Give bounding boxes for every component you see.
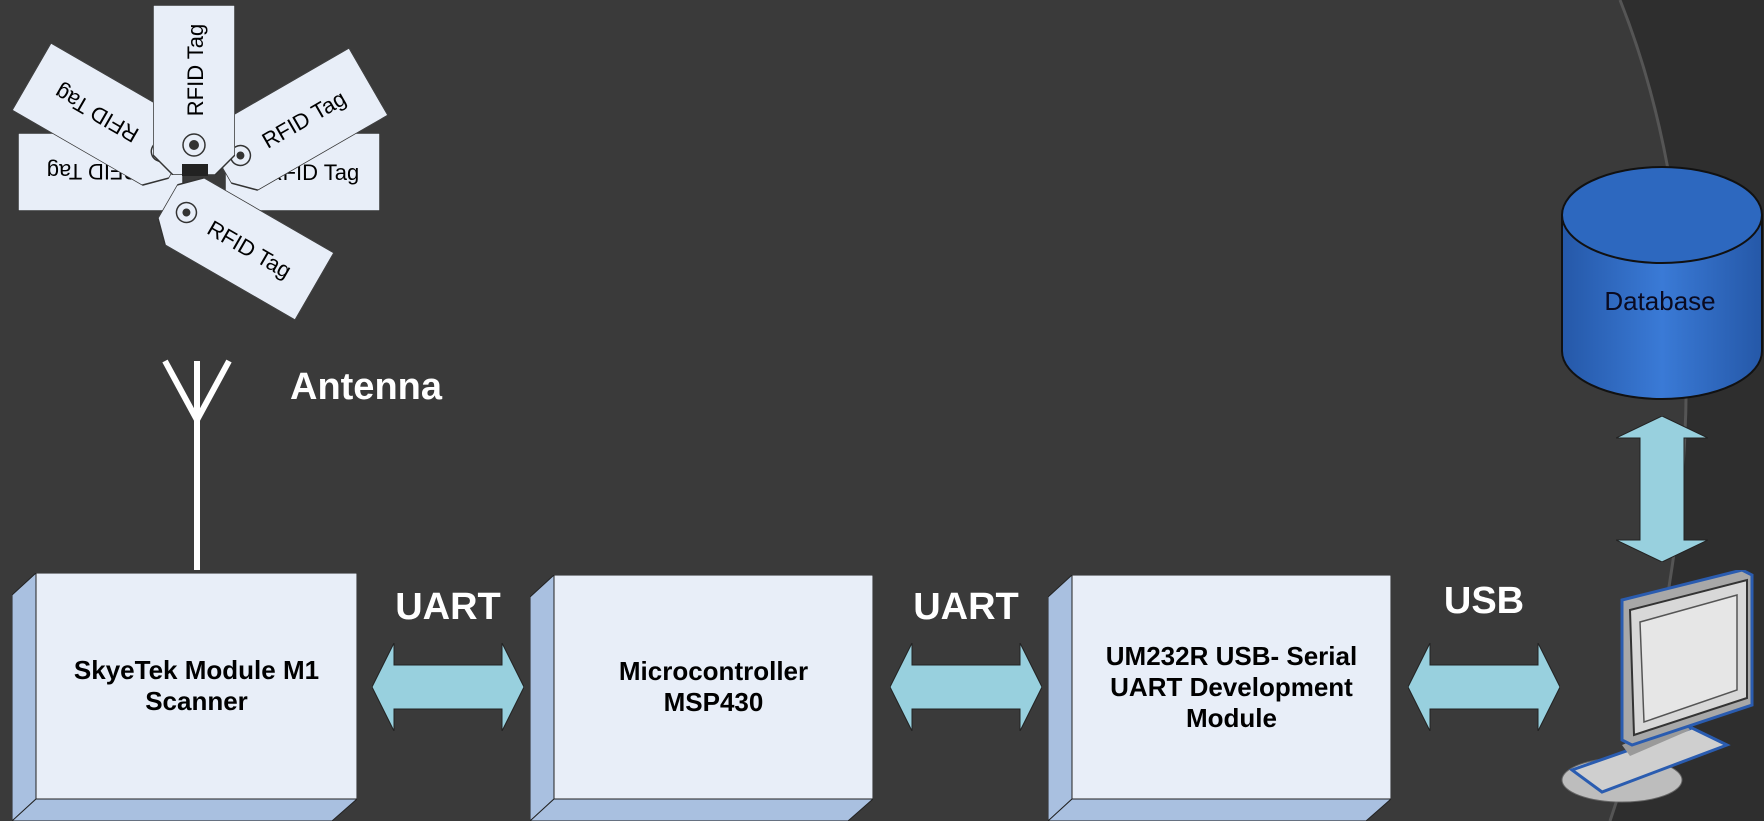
antenna-label: Antenna: [290, 366, 442, 408]
rfid-tag-label: RFID Tag: [183, 24, 208, 117]
skyetek-scanner-block: SkyeTek Module M1 Scanner: [12, 573, 357, 821]
double-arrow-icon: [1408, 643, 1560, 731]
database-icon: [1561, 166, 1763, 400]
block-label: SkyeTek Module M1 Scanner: [73, 655, 320, 716]
antenna-icon: [162, 359, 232, 570]
double-arrow-icon: [372, 643, 524, 731]
block-label: UM232R USB- Serial UART Development Modu…: [1105, 640, 1358, 733]
um232r-block: UM232R USB- Serial UART Development Modu…: [1048, 575, 1391, 821]
tag-clip: [182, 164, 208, 176]
link-label-uart-1: UART: [395, 586, 501, 628]
double-arrow-icon: [1616, 416, 1708, 562]
microcontroller-block: Microcontroller MSP430: [530, 575, 873, 821]
computer-monitor-icon: [1561, 570, 1754, 803]
double-arrow-icon: [890, 643, 1042, 731]
link-label-usb: USB: [1443, 580, 1525, 622]
database-label: Database: [1604, 286, 1716, 316]
rfid-tag-top: RFID Tag: [152, 4, 236, 176]
block-label: Microcontroller MSP430: [618, 656, 809, 717]
link-label-uart-2: UART: [913, 586, 1019, 628]
rfid-tag-lower: RFID Tag: [148, 168, 336, 322]
